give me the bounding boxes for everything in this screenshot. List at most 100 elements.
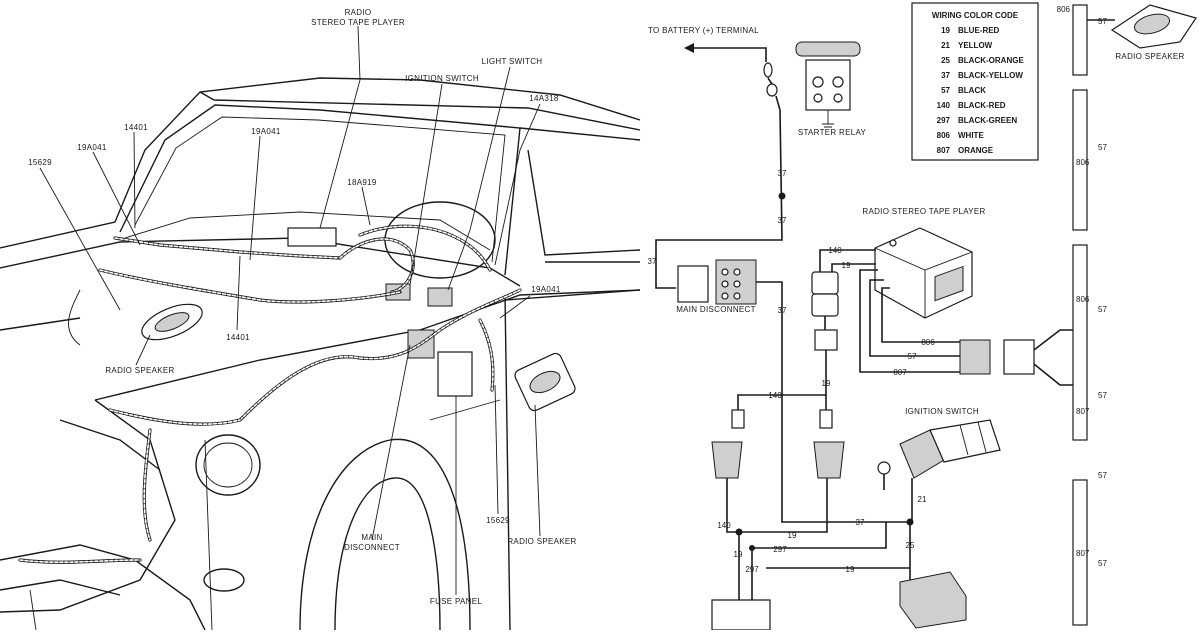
leader-lower-left — [204, 439, 213, 631]
windshield-inner — [134, 116, 506, 263]
pin-connector-a — [731, 409, 745, 429]
relay-terminal-ring — [766, 83, 778, 97]
label-radio-speaker: RADIO SPEAKER — [1115, 52, 1184, 61]
harness-segment-2 — [1072, 89, 1088, 231]
steering-wheel — [384, 201, 496, 279]
ignition-ring-terminal — [877, 461, 891, 475]
leader-19a041-top — [92, 151, 141, 246]
label-radio-stereo-tape-player: RADIO STEREO TAPE PLAYER — [862, 207, 985, 216]
wire-label-37-c: 37 — [648, 257, 657, 266]
wire-label-140-a: 140 — [828, 246, 842, 255]
leader-15629-left — [39, 167, 121, 311]
color-code-number: 25 — [941, 56, 950, 65]
roof-inner-line — [199, 91, 641, 131]
inline-fuse-top — [811, 271, 839, 295]
ignition-switch-barrel — [929, 419, 1001, 463]
color-code-color: BLACK — [958, 86, 986, 95]
car-roof-outline — [0, 77, 641, 249]
bullet-connector-a — [814, 329, 838, 351]
wire-label-807-a: 807 — [893, 368, 907, 377]
rocker-line — [429, 399, 501, 421]
wheel-arch — [299, 438, 471, 631]
color-code-number: 140 — [937, 101, 951, 110]
wire-label-19-b: 19 — [822, 379, 831, 388]
wire-label-806-d: 806 — [1076, 295, 1090, 304]
color-code-color: BLACK-ORANGE — [958, 56, 1024, 65]
harness-light — [358, 224, 492, 272]
label-disconnect: DISCONNECT — [344, 543, 400, 552]
wire-label-57-g: 57 — [1098, 559, 1107, 568]
color-code-number: 57 — [941, 86, 950, 95]
dash-outline — [124, 211, 491, 251]
wire-37-main — [655, 95, 783, 289]
wire-label-19-a: 19 — [842, 261, 851, 270]
wire-140-top — [819, 249, 876, 272]
label-15629-left: 15629 — [28, 158, 52, 167]
label-18a919: 18A919 — [347, 178, 377, 187]
label-19a041-right: 19A041 — [531, 285, 561, 294]
front-fender — [0, 399, 176, 613]
leader-speaker-left — [135, 334, 151, 366]
side-window — [527, 149, 641, 256]
fuse-box-bottom — [899, 571, 967, 629]
label-main: MAIN — [361, 533, 382, 542]
starter-relay: STARTER RELAY — [795, 41, 866, 137]
wire-label-19-d: 19 — [734, 550, 743, 559]
color-code-color: YELLOW — [958, 41, 993, 50]
speaker-connector-right — [1003, 339, 1035, 375]
wire-label-19-c: 19 — [788, 531, 797, 540]
leader-ignition — [409, 83, 443, 286]
color-code-title: WIRING COLOR CODE — [932, 11, 1019, 20]
speaker-connector-left — [959, 339, 991, 375]
bottom-connector — [711, 599, 771, 631]
left-speaker-cone — [154, 312, 190, 332]
label-14401-mid: 14401 — [226, 333, 250, 342]
bumper-lower — [0, 579, 121, 596]
door-front-edge — [504, 294, 511, 631]
wire-battery — [688, 47, 767, 62]
leader-19a041-mid — [249, 135, 261, 261]
fuse-panel-box — [437, 351, 473, 397]
label-ignition-switch-right: IGNITION SWITCH — [905, 407, 979, 416]
leader-14401-top — [133, 131, 136, 229]
label-radio: RADIO — [345, 8, 372, 17]
light-switch-part — [427, 287, 453, 307]
wire-19-top — [831, 263, 876, 272]
headlight — [195, 434, 261, 496]
wire-label-57-a: 57 — [908, 352, 917, 361]
wire-label-25: 25 — [906, 541, 915, 550]
leader-14a318 — [494, 103, 541, 266]
wire-label-57-b: 57 — [1098, 17, 1107, 26]
leader-speaker-right — [534, 404, 541, 537]
label-14a318: 14A318 — [529, 94, 559, 103]
label-19a041-top: 19A041 — [77, 143, 107, 152]
color-code-number: 297 — [937, 116, 951, 125]
wire-19-bottom — [726, 478, 828, 533]
speaker-cone-icon — [1133, 13, 1171, 35]
starter-relay-cap — [795, 41, 861, 57]
wire-label-37-b: 37 — [778, 216, 787, 225]
wire-label-21: 21 — [918, 495, 927, 504]
color-code-color: WHITE — [958, 131, 984, 140]
label-ignition-switch-left: IGNITION SWITCH — [405, 74, 479, 83]
inline-fuse-bottom — [811, 293, 839, 317]
tire — [334, 477, 441, 631]
label-radio-speaker-left: RADIO SPEAKER — [105, 366, 174, 375]
radio-tape-player: RADIO STEREO TAPE PLAYER — [862, 207, 985, 319]
label-to-battery: TO BATTERY (+) TERMINAL — [648, 26, 759, 35]
fuse-block-left — [711, 441, 743, 479]
wiring-schematic: TO BATTERY (+) TERMINAL STARTER RELAY 37… — [648, 2, 1197, 631]
color-code-number: 19 — [941, 26, 950, 35]
wire-140-mid — [737, 350, 827, 410]
wire-label-806-c: 806 — [1076, 158, 1090, 167]
leader-15629-bottom — [494, 384, 499, 515]
wire-label-37-d: 37 — [778, 306, 787, 315]
wire-806-left — [881, 287, 960, 343]
wire-297 — [752, 522, 887, 549]
harness-speaker-lead — [68, 289, 81, 346]
main-disconnect-connector: MAIN DISCONNECT — [676, 259, 757, 314]
wire-label-57-f: 57 — [1098, 471, 1107, 480]
leader-19a041-right — [499, 295, 531, 319]
harness-segment-3 — [1072, 244, 1088, 441]
